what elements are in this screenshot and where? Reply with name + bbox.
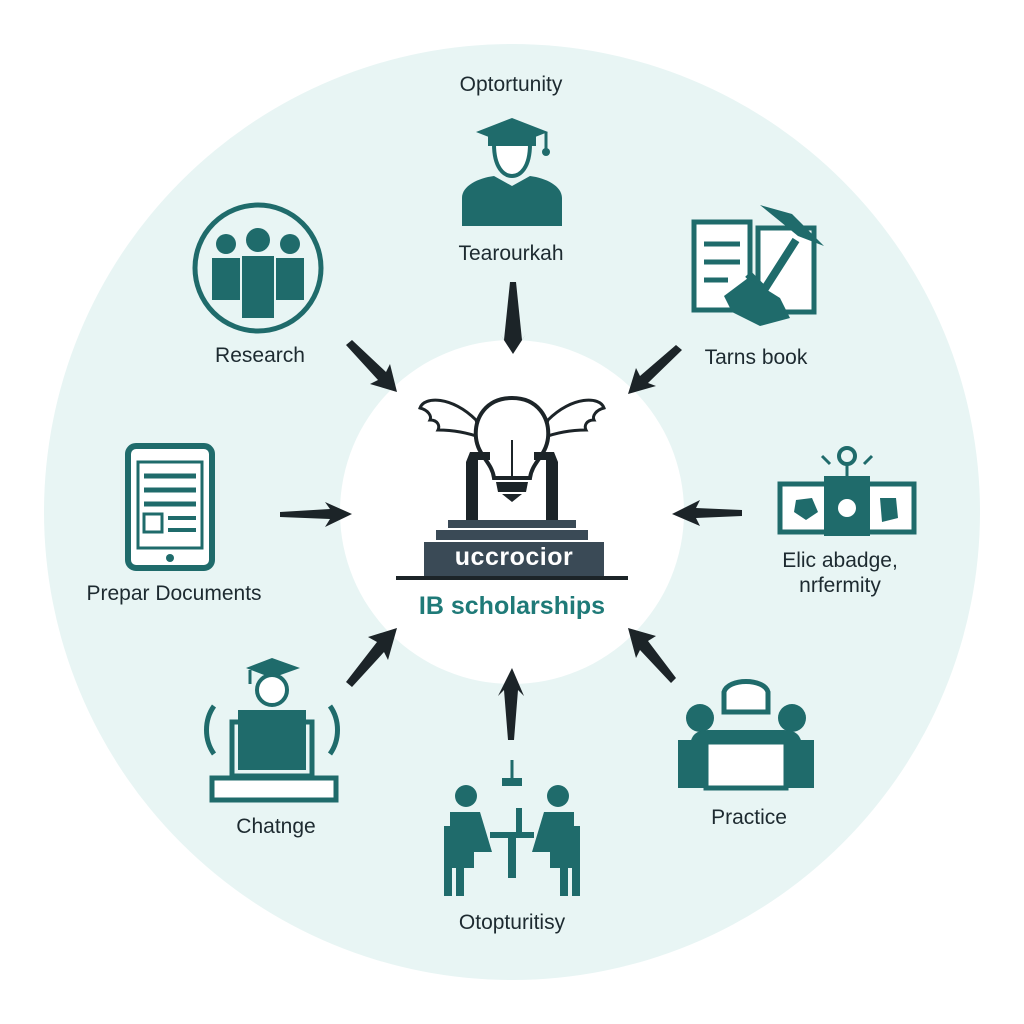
graduate-person-icon (462, 118, 562, 226)
presentation-audience-icon (678, 679, 814, 791)
arrow-right (672, 500, 742, 526)
people-group-icon (192, 202, 324, 334)
node-label-top: Optortunity (459, 73, 563, 96)
center-badge-text: uccrocior (454, 543, 574, 571)
arrow-top (500, 282, 526, 354)
center-title: IB scholarships (418, 592, 606, 620)
badge-board-icon (777, 446, 917, 536)
arrow-left (280, 502, 352, 527)
document-checkmark-icon (691, 205, 824, 326)
node-label-right: Elic abadge, nrfermity (782, 549, 898, 598)
tablet-document-icon (125, 443, 215, 571)
arrow-bottom-left (346, 628, 397, 687)
node-label-bottom-left: Chatnge (236, 815, 316, 838)
node-label-bottom: Otopturitisy (458, 911, 566, 934)
node-label-top-left: Research (215, 344, 305, 367)
arrow-top-left (346, 340, 397, 392)
arrows (280, 282, 742, 740)
node-label-left: Prepar Documents (86, 582, 262, 605)
arrow-bottom (498, 668, 524, 740)
node-sublabel-top: Tearourkah (458, 242, 564, 265)
arrow-top-right (628, 345, 682, 394)
winged-lightbulb-icon (396, 395, 628, 580)
graduate-laptop-icon (204, 658, 340, 803)
center-circle (340, 340, 684, 684)
node-label-top-right: Tarns book (704, 346, 808, 369)
node-label-bottom-right: Practice (711, 806, 787, 829)
arrow-bottom-right (628, 628, 676, 683)
interview-table-icon (444, 760, 580, 896)
